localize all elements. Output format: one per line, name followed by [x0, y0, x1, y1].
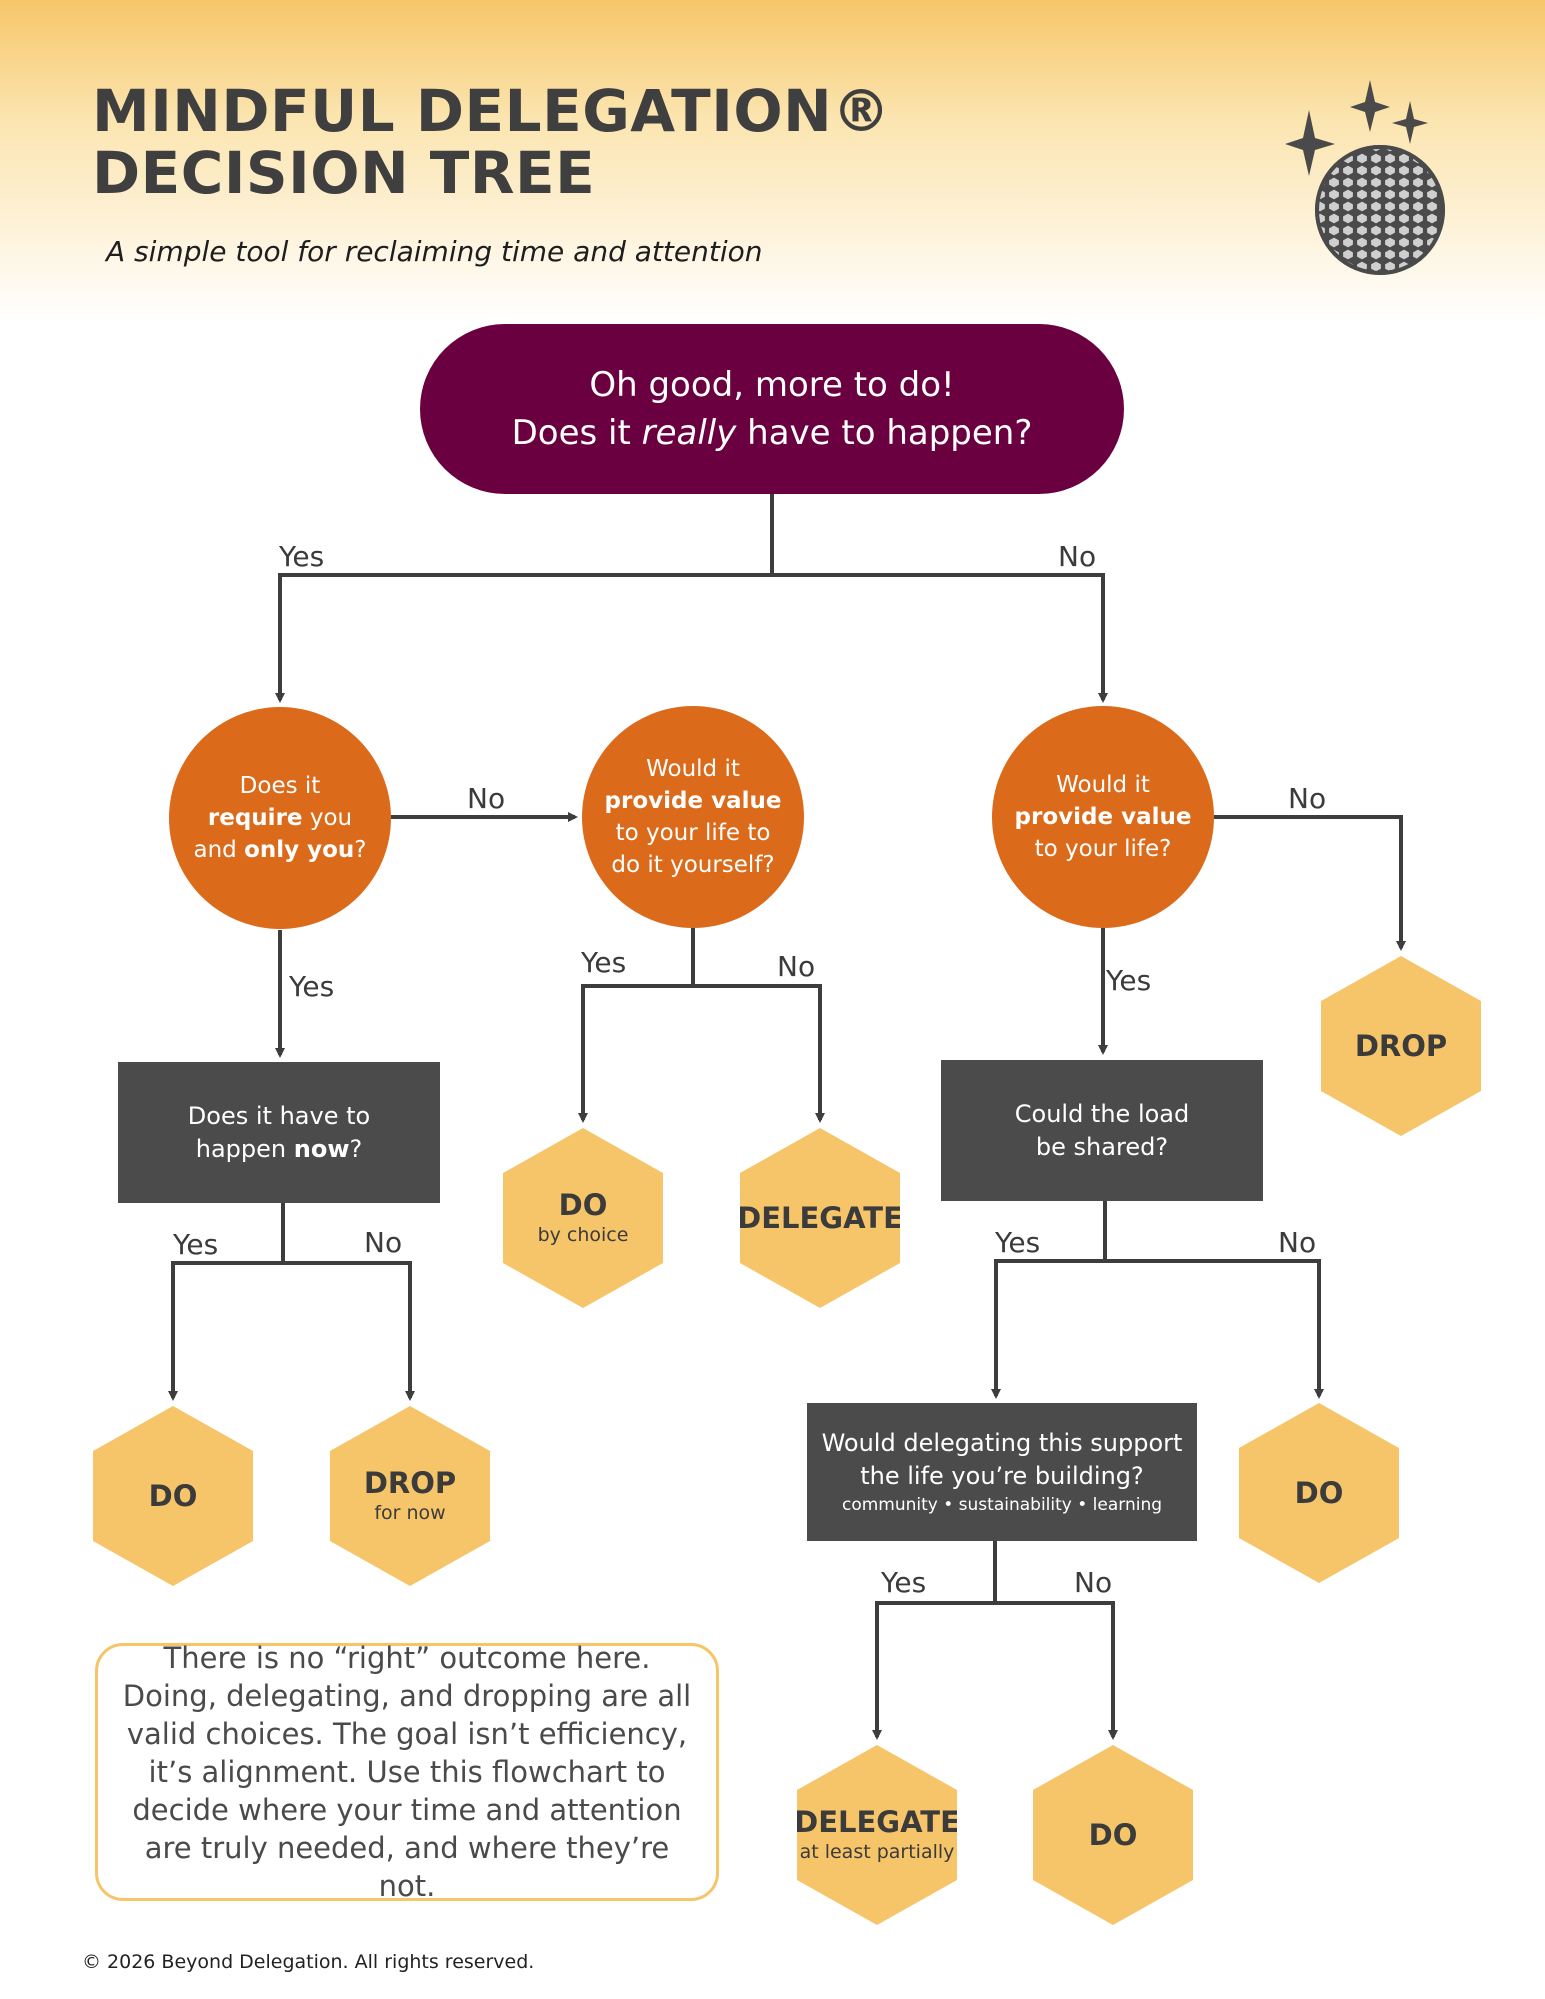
- label-yes-value-life: Yes: [1106, 964, 1152, 997]
- connector-shared-yes: [991, 1259, 1105, 1399]
- label-yes-support: Yes: [881, 1566, 927, 1599]
- label-no-start: No: [1058, 540, 1097, 573]
- page-subtitle: A simple tool for reclaiming time and at…: [106, 235, 763, 268]
- copyright-footer: © 2026 Beyond Delegation. All rights res…: [82, 1951, 535, 1973]
- label-no-support: No: [1074, 1566, 1113, 1599]
- connector-value-life-no: [1214, 815, 1406, 951]
- connector-support-yes: [872, 1601, 995, 1740]
- question-support-life: Would delegating this support the life y…: [807, 1403, 1197, 1541]
- label-yes-start: Yes: [279, 540, 325, 573]
- logo: [1285, 80, 1445, 275]
- note-box: There is no “right” outcome here. Doing,…: [95, 1641, 719, 1903]
- question-happen-now: Does it have to happen now?: [118, 1062, 440, 1203]
- label-no-shared: No: [1278, 1226, 1317, 1259]
- connector-value-yourself-no: [693, 984, 825, 1123]
- connector-now-yes: [168, 1261, 283, 1401]
- sparkle-icon: [1285, 80, 1428, 176]
- question-require-you: Does it require you and only you?: [169, 707, 391, 929]
- page-title: MINDFUL DELEGATION® DECISION TREE: [92, 80, 891, 204]
- label-yes-value-yourself: Yes: [581, 946, 627, 979]
- label-yes-shared: Yes: [995, 1226, 1041, 1259]
- label-no-value-life: No: [1288, 782, 1327, 815]
- label-no-value-yourself: No: [777, 950, 816, 983]
- outcome-delegate: DELEGATE: [740, 1128, 900, 1308]
- outcome-do-by-choice: DO by choice: [503, 1128, 663, 1308]
- title-line-1: MINDFUL DELEGATION®: [92, 77, 891, 145]
- question-value-to-life: Would it provide value to your life?: [992, 706, 1214, 928]
- title-line-2: DECISION TREE: [92, 139, 596, 207]
- connector-now-no: [283, 1261, 415, 1401]
- connector-shared-no: [1105, 1259, 1324, 1399]
- outcome-delegate-partially: DELEGATE at least partially: [797, 1745, 957, 1925]
- label-yes-require: Yes: [289, 970, 335, 1003]
- connector-value-yourself-yes: [578, 984, 693, 1123]
- connector-start-yes: [275, 573, 772, 703]
- start-line-1: Oh good, more to do!: [589, 365, 955, 405]
- label-no-require: No: [467, 782, 506, 815]
- disco-ball-icon: [1315, 145, 1445, 275]
- label-yes-now: Yes: [173, 1228, 219, 1261]
- connector-start-no: [772, 573, 1108, 703]
- label-no-now: No: [364, 1226, 403, 1259]
- note-text: There is no “right” outcome here. Doing,…: [122, 1641, 692, 1903]
- start-line-2: Does it really have to happen?: [511, 413, 1033, 453]
- question-value-do-yourself: Would it provide value to your life to d…: [582, 706, 804, 928]
- question-load-shared: Could the load be shared?: [941, 1060, 1263, 1201]
- connector-support-no: [995, 1601, 1118, 1740]
- start-question: Oh good, more to do! Does it really have…: [420, 324, 1124, 494]
